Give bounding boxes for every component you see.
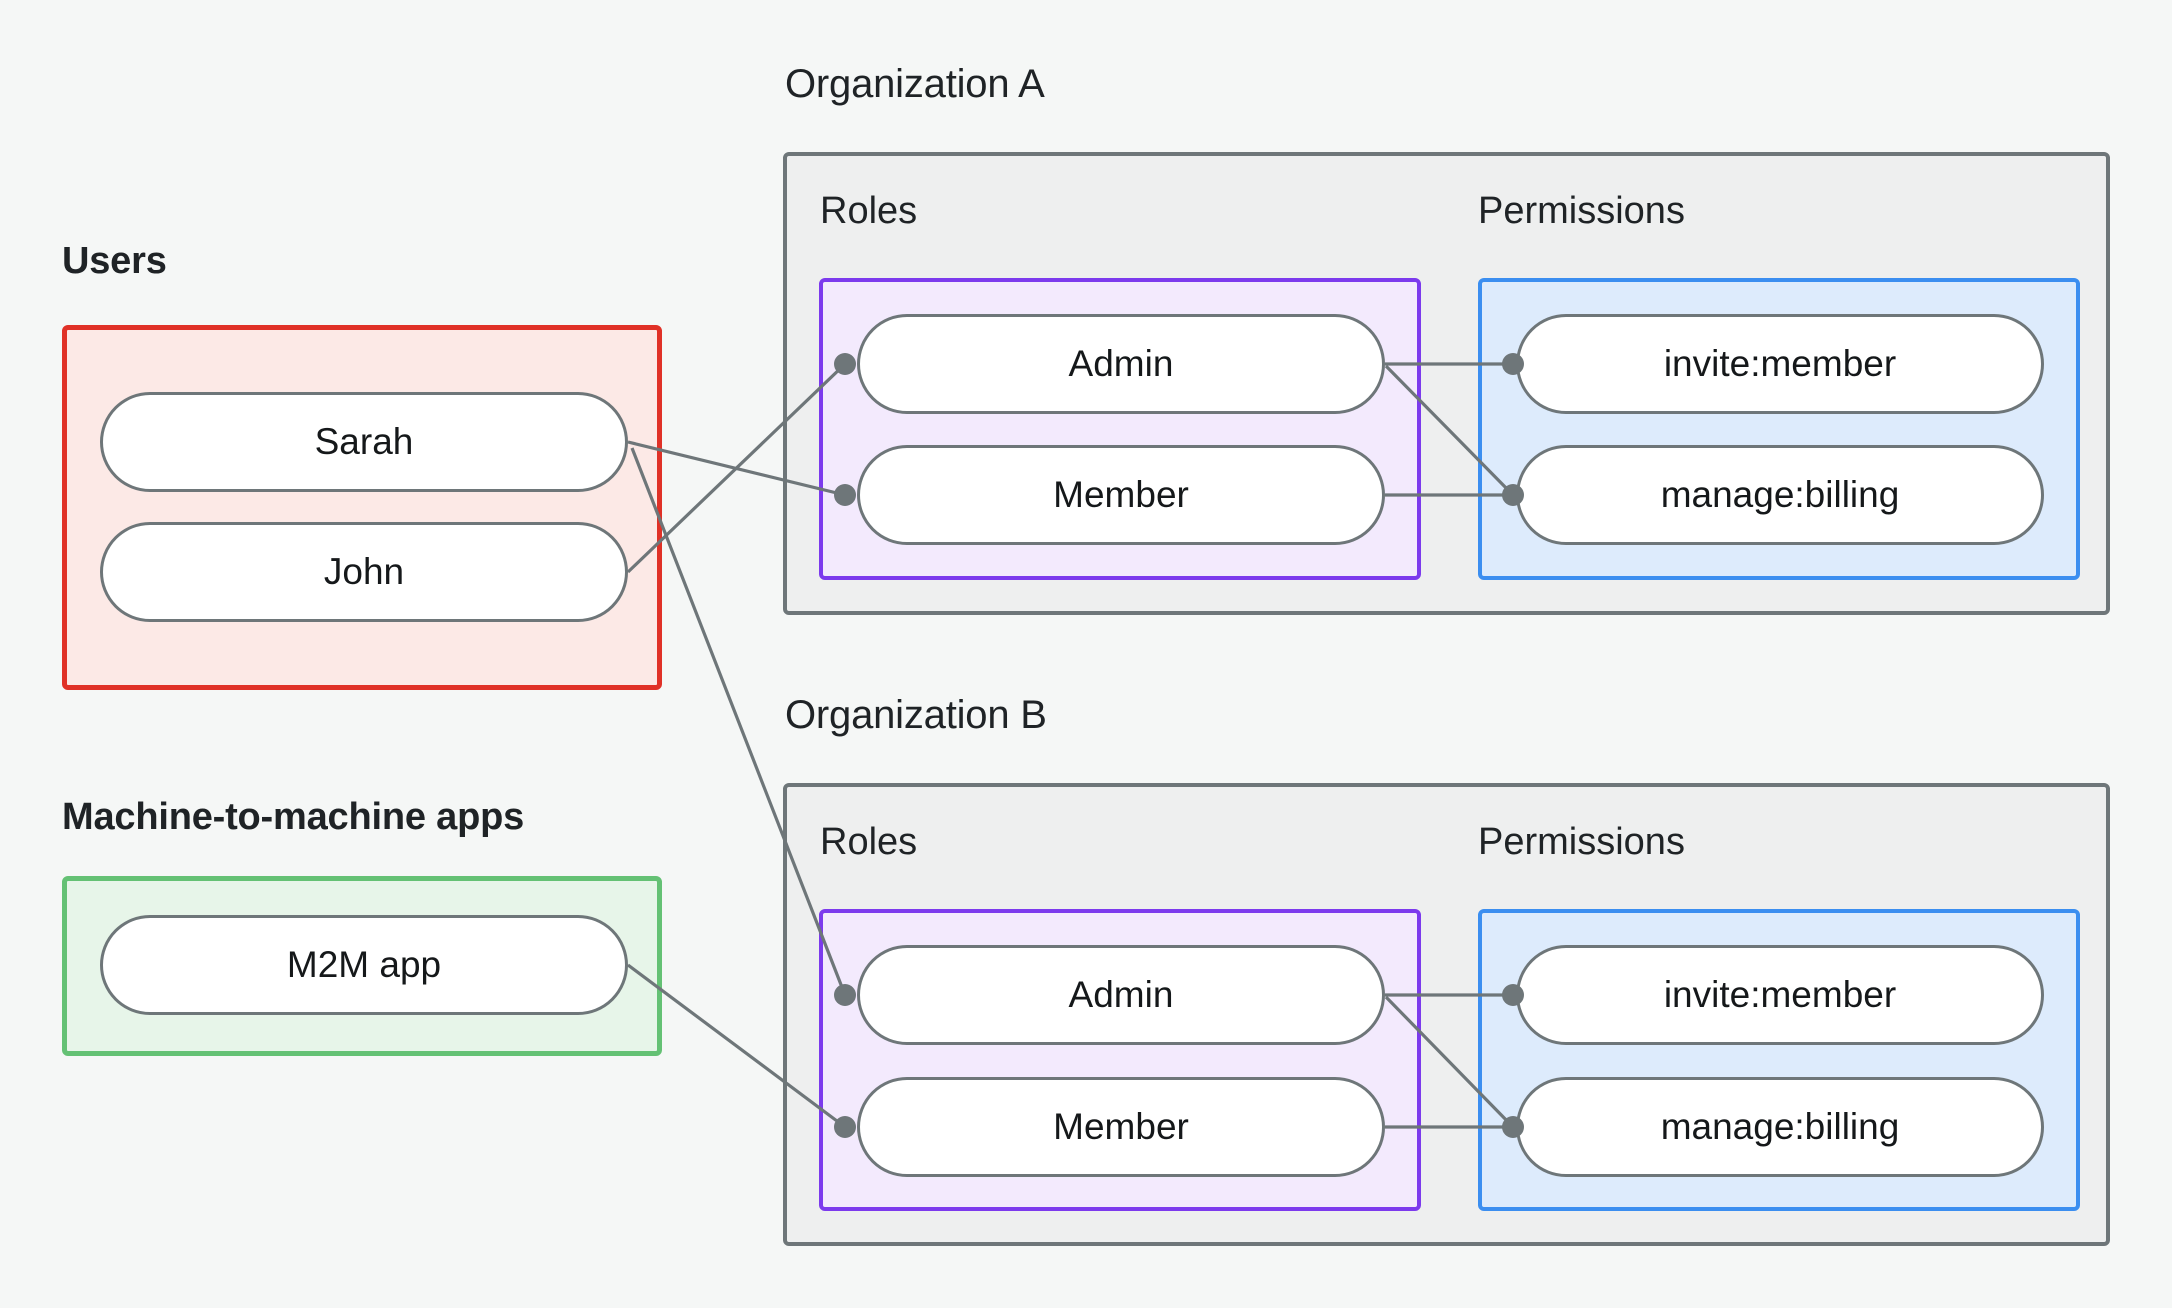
org-a-roles-heading: Roles bbox=[820, 190, 918, 232]
org-b-role-pill-admin[interactable]: Admin bbox=[857, 945, 1385, 1045]
org-b-caption: Organization B bbox=[785, 693, 1047, 737]
org-a-permission-pill-manage-billing[interactable]: manage:billing bbox=[1516, 445, 2044, 545]
org-b-permission-pill-manage-billing[interactable]: manage:billing bbox=[1516, 1077, 2044, 1177]
org-a-role-pill-member[interactable]: Member bbox=[857, 445, 1385, 545]
users-caption: Users bbox=[62, 240, 167, 282]
org-a-caption: Organization A bbox=[785, 62, 1045, 106]
m2m-caption: Machine-to-machine apps bbox=[62, 796, 525, 838]
org-b-roles-heading: Roles bbox=[820, 821, 918, 863]
m2m-pill-app[interactable]: M2M app bbox=[100, 915, 628, 1015]
org-b-permission-pill-invite-member[interactable]: invite:member bbox=[1516, 945, 2044, 1045]
user-pill-john[interactable]: John bbox=[100, 522, 628, 622]
org-a-permissions-heading: Permissions bbox=[1478, 190, 1685, 232]
org-a-permission-pill-invite-member[interactable]: invite:member bbox=[1516, 314, 2044, 414]
user-pill-sarah[interactable]: Sarah bbox=[100, 392, 628, 492]
org-b-role-pill-member[interactable]: Member bbox=[857, 1077, 1385, 1177]
org-b-permissions-heading: Permissions bbox=[1478, 821, 1685, 863]
users-box bbox=[62, 325, 662, 690]
org-a-role-pill-admin[interactable]: Admin bbox=[857, 314, 1385, 414]
